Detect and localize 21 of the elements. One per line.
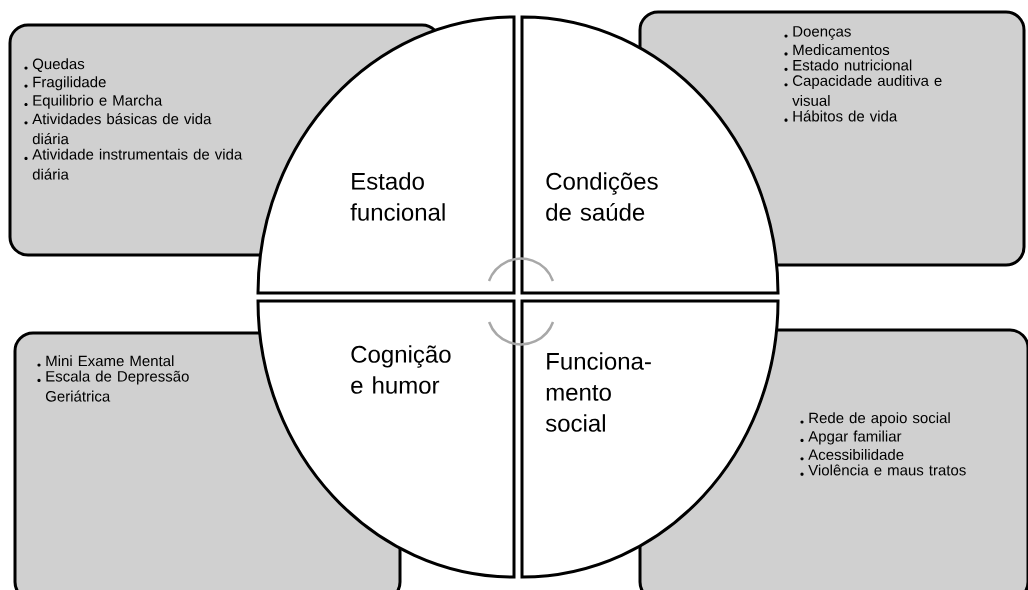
node-label: Estado funcional bbox=[350, 172, 445, 221]
list-item: Quedas bbox=[24, 58, 85, 72]
list-item: Doenças bbox=[784, 26, 851, 40]
list-item: Violência e maus tratos bbox=[800, 464, 966, 476]
list-item: Acessibilidade bbox=[800, 448, 904, 461]
list-item: Estado nutricional bbox=[784, 59, 912, 71]
quadrant-segment: Estado funcional bbox=[256, 15, 516, 295]
quadrant-segment: Condições de saúde bbox=[520, 15, 780, 295]
quadrant-segment: Cognição e humor bbox=[256, 299, 516, 579]
list-item: Atividades básicas de vida diária bbox=[24, 113, 212, 145]
list-item: Rede de apoio social bbox=[800, 412, 950, 427]
list-item: Mini Exame Mental bbox=[37, 355, 174, 367]
list-item: Apgar familiar bbox=[800, 430, 902, 445]
list-item: Medicamentos bbox=[784, 44, 890, 56]
quadrant-segment: Funciona- mento social bbox=[520, 299, 780, 579]
list-item: Fragilidade bbox=[24, 76, 106, 91]
list-item: Hábitos de vida bbox=[784, 110, 898, 122]
list-item: Equilibrio e Marcha bbox=[24, 94, 163, 109]
list-item: Capacidade auditiva e visual bbox=[784, 74, 942, 106]
list-item: Atividade instrumentais de vida diária bbox=[24, 148, 243, 180]
list-item: Escala de Depressão Geriátrica bbox=[37, 370, 189, 402]
